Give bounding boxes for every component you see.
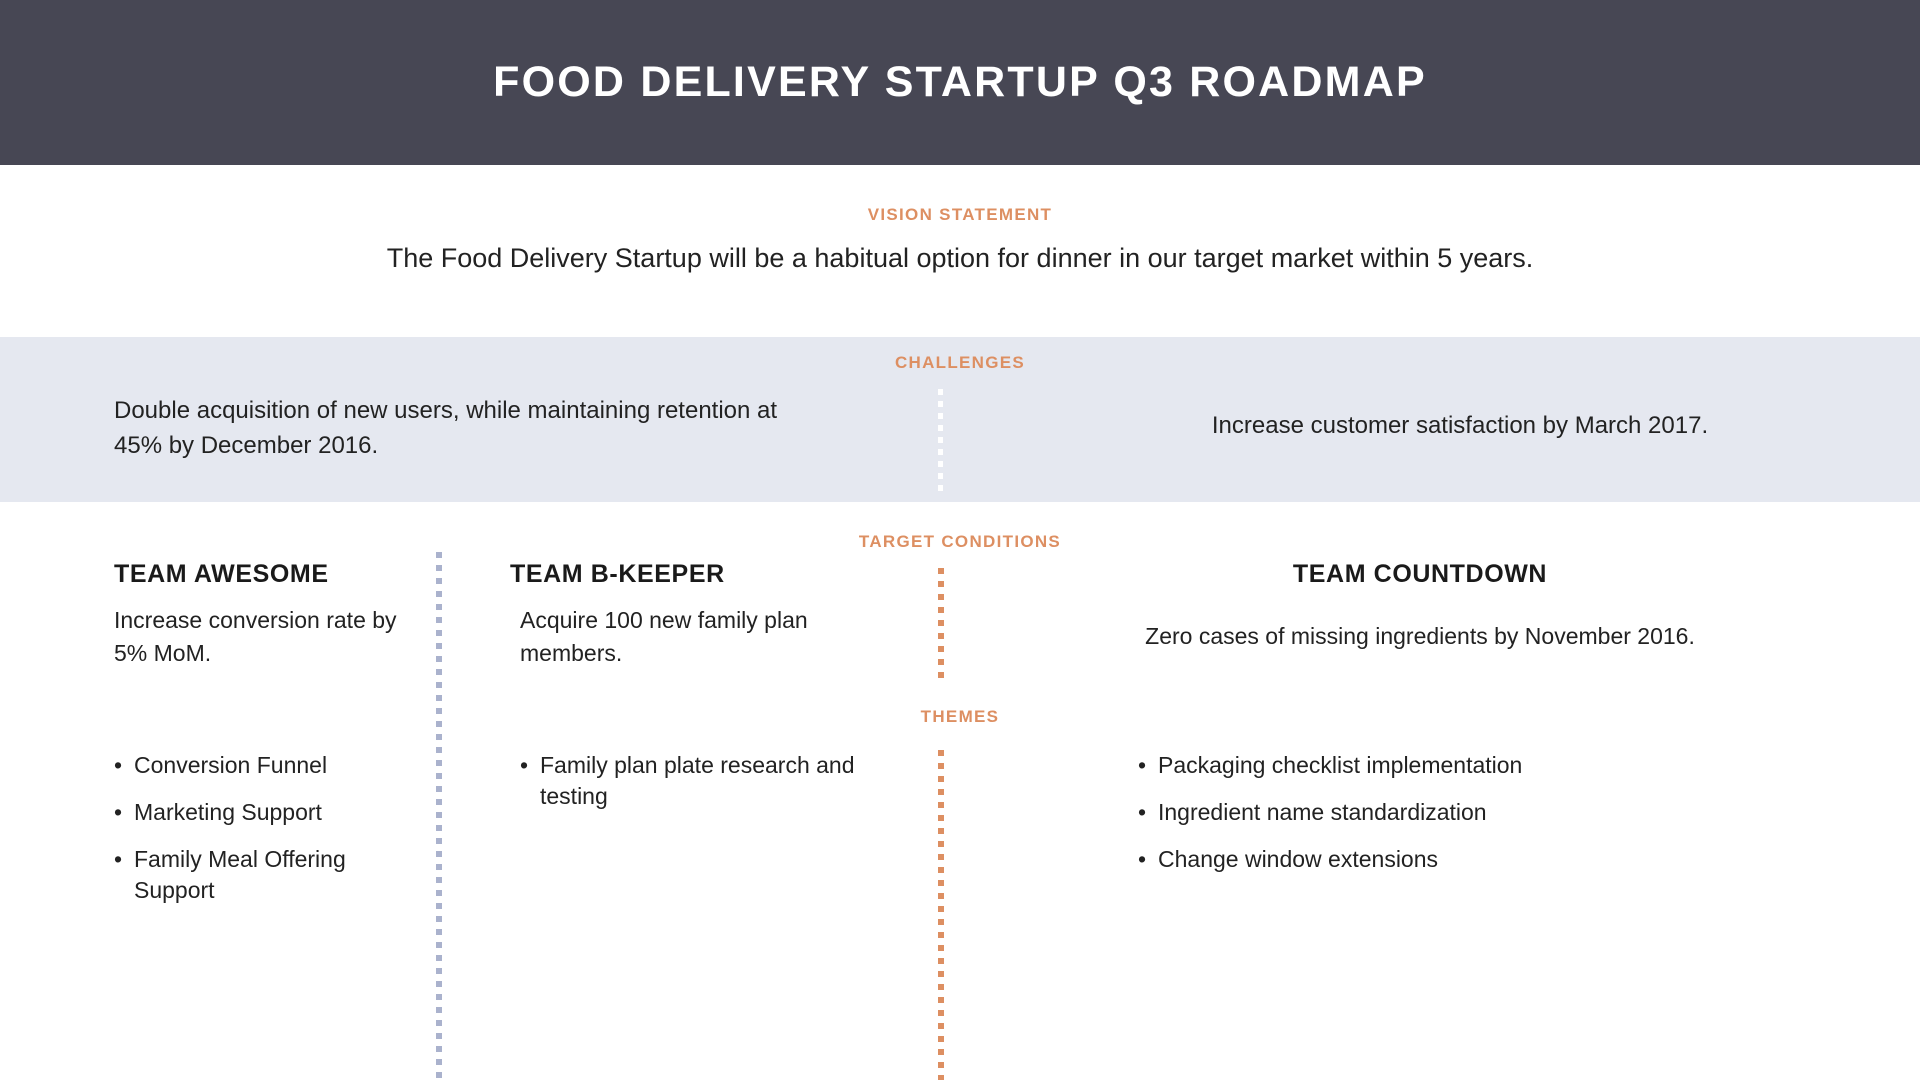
team-target-condition: Acquire 100 new family plan members. (520, 607, 808, 667)
theme-label: Marketing Support (134, 799, 322, 826)
team-divider-orange-dotted-upper (938, 568, 944, 680)
theme-list-item: • Change window extensions (1138, 844, 1738, 875)
challenge-item-1: Double acquisition of new users, while m… (114, 397, 778, 459)
bullet-icon: • (114, 752, 123, 778)
themes-label: THEMES (920, 707, 1000, 726)
theme-label: Ingredient name standardization (1158, 799, 1487, 826)
theme-list-item: • Ingredient name standardization (1138, 797, 1738, 828)
team-divider-orange-dotted-lower (938, 750, 944, 1080)
bullet-icon: • (114, 799, 123, 826)
challenge-item-2: Increase customer satisfaction by March … (1211, 412, 1709, 439)
vision-statement-label: VISION STATEMENT (867, 205, 1053, 224)
bullet-icon: • (114, 846, 123, 873)
vision-statement-text: The Food Delivery Startup will be a habi… (386, 243, 1534, 273)
page-title: FOOD DELIVERY STARTUP Q3 ROADMAP (493, 58, 1427, 106)
challenges-label: CHALLENGES (894, 353, 1026, 372)
theme-label: Packaging checklist implementation (1158, 752, 1523, 778)
theme-list-item: • Marketing Support (114, 797, 414, 828)
theme-label: Change window extensions (1158, 846, 1439, 873)
page-header: FOOD DELIVERY STARTUP Q3 ROADMAP (0, 0, 1920, 165)
team-name: TEAM B-KEEPER (510, 560, 725, 588)
bullet-icon: • (1138, 752, 1147, 778)
team-target-condition: Increase conversion rate by 5% MoM. (114, 607, 397, 667)
team-target-condition: Zero cases of missing ingredients by Nov… (1145, 623, 1695, 649)
theme-list-item: • Family plan plate research and testing (520, 750, 920, 812)
bullet-icon: • (1138, 846, 1147, 873)
team-name: TEAM COUNTDOWN (1292, 560, 1548, 588)
challenges-vertical-dotted-divider (938, 389, 943, 497)
team-divider-blue-dotted (436, 552, 442, 1080)
theme-label: Conversion Funnel (134, 752, 328, 778)
team-themes-list: • Conversion Funnel • Marketing Support … (114, 750, 414, 922)
challenges-section: CHALLENGES Double acquisition of new use… (0, 337, 1920, 502)
theme-list-item: • Family Meal Offering Support (114, 844, 414, 906)
team-name: TEAM AWESOME (114, 560, 329, 588)
theme-list-item: • Packaging checklist implementation (1138, 750, 1738, 781)
theme-list-item: • Conversion Funnel (114, 750, 414, 781)
vision-statement-section: VISION STATEMENT The Food Delivery Start… (0, 165, 1920, 337)
bullet-icon: • (1138, 799, 1147, 826)
teams-section: TARGET CONDITIONS THEMES TEAM AWESOME In… (0, 502, 1920, 1080)
theme-label: Family Meal Offering Support (134, 846, 346, 904)
target-conditions-label: TARGET CONDITIONS (858, 532, 1062, 551)
team-themes-list: • Packaging checklist implementation • I… (1138, 750, 1738, 891)
bullet-icon: • (520, 752, 529, 778)
team-themes-list: • Family plan plate research and testing (520, 750, 920, 828)
theme-label: Family plan plate research and testing (540, 752, 855, 810)
